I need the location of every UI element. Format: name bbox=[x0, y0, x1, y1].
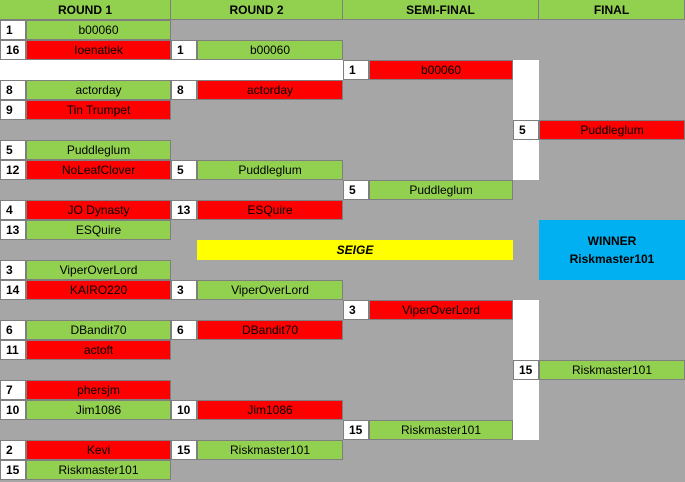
team-slot: NoLeafClover bbox=[26, 160, 171, 180]
winner-label: WINNER bbox=[587, 234, 637, 248]
seed-number: 10 bbox=[171, 400, 197, 420]
seed-number: 9 bbox=[0, 100, 26, 120]
seed-number: 5 bbox=[513, 120, 539, 140]
seed-number: 8 bbox=[0, 80, 26, 100]
team-slot: Riskmaster101 bbox=[369, 420, 513, 440]
seed-number: 5 bbox=[171, 160, 197, 180]
seed-number: 15 bbox=[513, 360, 539, 380]
seed-number: 6 bbox=[171, 320, 197, 340]
team-slot: ESQuire bbox=[197, 200, 343, 220]
team-slot: KAIRO220 bbox=[26, 280, 171, 300]
seed-number: 2 bbox=[0, 440, 26, 460]
header-round-1: ROUND 1 bbox=[0, 0, 171, 20]
seed-number: 15 bbox=[0, 460, 26, 480]
team-slot: b00060 bbox=[197, 40, 343, 60]
team-slot: Puddleglum bbox=[369, 180, 513, 200]
connector bbox=[513, 420, 539, 440]
seed-number: 5 bbox=[0, 140, 26, 160]
seed-number: 8 bbox=[171, 80, 197, 100]
seed-number: 1 bbox=[171, 40, 197, 60]
team-slot: Tin Trumpet bbox=[26, 100, 171, 120]
seed-number: 6 bbox=[0, 320, 26, 340]
seed-number: 11 bbox=[0, 340, 26, 360]
winner-name: Riskmaster101 bbox=[569, 252, 655, 266]
seed-number: 7 bbox=[0, 380, 26, 400]
team-slot: Ioenatiek bbox=[26, 40, 171, 60]
team-slot: Riskmaster101 bbox=[539, 360, 685, 380]
seige-banner: SEIGE bbox=[197, 240, 513, 260]
seed-number: 12 bbox=[0, 160, 26, 180]
seed-number: 3 bbox=[343, 300, 369, 320]
seed-number: 4 bbox=[0, 200, 26, 220]
winner-box: WINNER Riskmaster101 bbox=[539, 220, 685, 280]
seed-number: 13 bbox=[0, 220, 26, 240]
team-slot: JO Dynasty bbox=[26, 200, 171, 220]
seed-number: 15 bbox=[343, 420, 369, 440]
seed-number: 15 bbox=[171, 440, 197, 460]
seed-number: 13 bbox=[171, 200, 197, 220]
seed-number: 1 bbox=[0, 20, 26, 40]
seed-number: 16 bbox=[0, 40, 26, 60]
team-slot: b00060 bbox=[369, 60, 513, 80]
seed-number: 1 bbox=[343, 60, 369, 80]
team-slot: Jim1086 bbox=[197, 400, 343, 420]
team-slot: ViperOverLord bbox=[197, 280, 343, 300]
header-final: FINAL bbox=[539, 0, 685, 20]
team-slot: ViperOverLord bbox=[369, 300, 513, 320]
team-slot: Puddleglum bbox=[26, 140, 171, 160]
seed-number: 3 bbox=[0, 260, 26, 280]
team-slot: Riskmaster101 bbox=[197, 440, 343, 460]
team-slot: actorday bbox=[26, 80, 171, 100]
team-slot: actorday bbox=[197, 80, 343, 100]
seed-number: 14 bbox=[0, 280, 26, 300]
seed-number: 5 bbox=[343, 180, 369, 200]
team-slot: Riskmaster101 bbox=[26, 460, 171, 480]
team-slot: b00060 bbox=[26, 20, 171, 40]
team-slot: ESQuire bbox=[26, 220, 171, 240]
team-slot: ViperOverLord bbox=[26, 260, 171, 280]
seed-number: 3 bbox=[171, 280, 197, 300]
team-slot: phersjm bbox=[26, 380, 171, 400]
team-slot: actoft bbox=[26, 340, 171, 360]
team-slot: DBandit70 bbox=[197, 320, 343, 340]
team-slot: DBandit70 bbox=[26, 320, 171, 340]
team-slot: Puddleglum bbox=[197, 160, 343, 180]
team-slot: Kevi bbox=[26, 440, 171, 460]
header-semi-final: SEMI-FINAL bbox=[343, 0, 539, 20]
header-round-2: ROUND 2 bbox=[171, 0, 343, 20]
seed-number: 10 bbox=[0, 400, 26, 420]
team-slot: Jim1086 bbox=[26, 400, 171, 420]
team-slot: Puddleglum bbox=[539, 120, 685, 140]
